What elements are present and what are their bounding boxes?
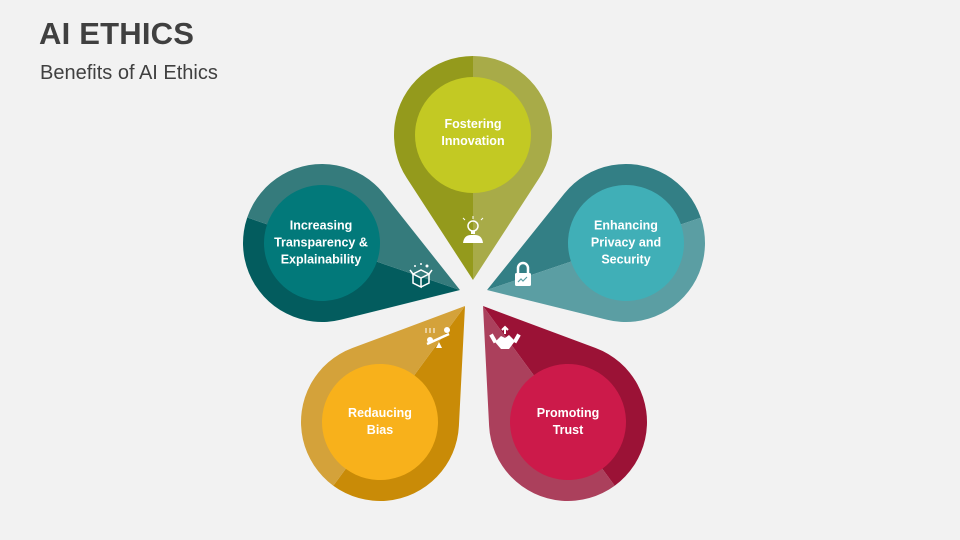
petal-fostering-innovation (394, 55, 552, 280)
page-subtitle: Benefits of AI Ethics (40, 62, 218, 84)
petal-label-fostering-innovation: Fostering Innovation (441, 117, 505, 148)
petal-reducing-bias (301, 306, 465, 501)
padlock-icon (515, 261, 531, 286)
lightbulb-person-icon (462, 216, 484, 243)
petal-inner-circle (263, 185, 380, 302)
petal-label-transparency: Increasing Transparency & Explainability (274, 218, 368, 267)
handshake-icon (489, 325, 521, 349)
petal-transparency (243, 164, 460, 322)
petal-inner-circle (321, 363, 438, 480)
petal-inner-circle (567, 184, 684, 301)
page-title: AI ETHICS (39, 16, 195, 51)
petal-privacy-security (487, 164, 705, 322)
petal-label-reducing-bias: Redaucing Bias (348, 406, 412, 437)
petal-inner-circle (510, 363, 627, 480)
petal-promoting-trust (483, 306, 647, 501)
petal-label-promoting-trust: Promoting Trust (536, 406, 600, 437)
petal-label-privacy-security: Enhancing Privacy and Security (590, 218, 662, 267)
open-box-icon (409, 263, 433, 289)
seesaw-balance-icon (425, 327, 450, 348)
petal-inner-circle (415, 77, 531, 193)
